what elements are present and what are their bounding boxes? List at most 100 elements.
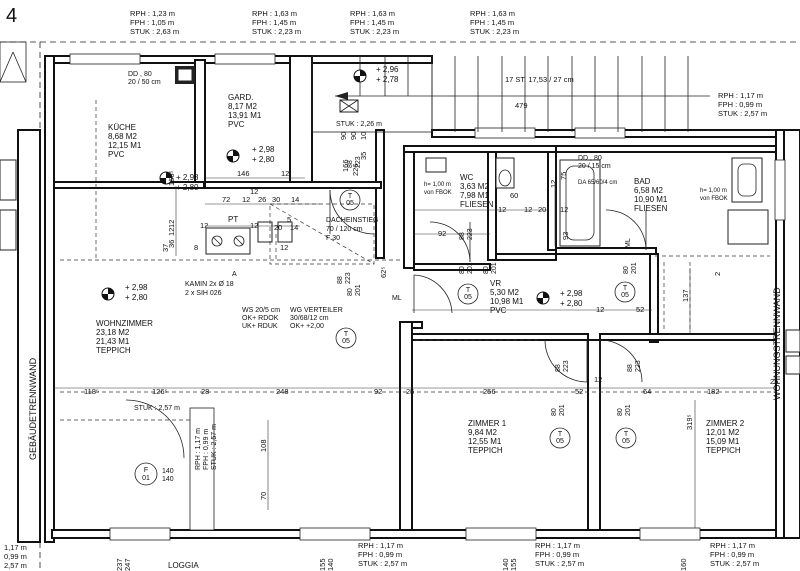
- level-marker-kitchen: [159, 171, 173, 185]
- door-dim: 80201: [459, 262, 474, 274]
- dim-value: 12: [250, 221, 258, 230]
- dim-value: 248: [276, 387, 289, 396]
- dim-value: 25: [770, 377, 778, 386]
- pt-label: PT: [228, 215, 238, 224]
- level-marker-stairs: [353, 69, 367, 83]
- dim-value: 92: [374, 387, 382, 396]
- ceiling-height-living: STUK : 2,57 m: [134, 405, 180, 412]
- dim-value: 146: [237, 169, 250, 178]
- stairs-length: 479: [515, 101, 528, 110]
- dim-value: 12: [549, 180, 558, 188]
- dimension-numbers-vertical: 166⁵ 12 36 12 37 108 70 166 90 90 10 35 …: [115, 132, 722, 571]
- level-label-garderobe: + 2,98+ 2,80: [252, 145, 275, 164]
- dim-value: 10: [359, 132, 368, 140]
- dim-value: 35: [359, 152, 368, 160]
- ml-label-right: ML: [625, 238, 632, 248]
- door-dim: 80201: [551, 404, 566, 416]
- dim-value: 25: [406, 387, 414, 396]
- dim-value: 52: [636, 305, 644, 314]
- dim-value: 137: [681, 289, 690, 302]
- dim-value: 60: [510, 191, 518, 200]
- dim-value: 70: [259, 492, 268, 500]
- dim-value: 8: [194, 243, 198, 252]
- dim-value: 64: [643, 387, 651, 396]
- dim-value: 62⁵: [379, 267, 388, 278]
- dim-value: 319⁵: [685, 414, 694, 430]
- dim-value: 20: [274, 223, 282, 232]
- dim-value: 126⁵: [152, 387, 168, 396]
- level-marker-garderobe: [226, 149, 240, 163]
- dim-value: 12: [281, 169, 289, 178]
- door-dimension-labels: 88223 80201 88223 80201 80201 80201 8822…: [337, 156, 642, 416]
- fixtures: [0, 41, 800, 375]
- dim-value: 12: [250, 187, 258, 196]
- dim-value: 12: [560, 205, 568, 214]
- dim-value: 20: [538, 205, 546, 214]
- door-dim: 88223: [627, 360, 642, 372]
- level-label-kitchen: + 2,98+ 2,80: [176, 173, 199, 192]
- door-dim: 80201: [623, 262, 638, 274]
- level-label-hall: + 2,98+ 2,80: [560, 289, 583, 308]
- party-wall-label-left: GEBÄUDETRENNWAND: [28, 357, 38, 460]
- sheet-number: 4: [6, 5, 17, 27]
- interior-walls: [53, 55, 777, 531]
- dim-value: 2: [713, 272, 722, 276]
- dim-value: 140: [326, 558, 335, 571]
- door-dim: 80201: [483, 262, 498, 274]
- dimension-numbers: 118⁵ 126⁵ 28 248 92 25 256 52 12 64 182 …: [84, 169, 778, 396]
- dim-value: 28: [201, 387, 209, 396]
- dim-value: 12: [594, 375, 602, 384]
- door-dim: 88223: [555, 360, 570, 372]
- dim-value: 93: [561, 232, 570, 240]
- level-marker-living: [101, 287, 115, 301]
- dim-value: 12: [242, 195, 250, 204]
- dim-value: 75: [559, 172, 568, 180]
- dim-value: 12: [167, 228, 176, 236]
- dimension-lines: [54, 177, 776, 528]
- stairs: [311, 55, 710, 133]
- dim-value: 256: [483, 387, 496, 396]
- door-dim: 88223: [459, 228, 474, 240]
- loggia-label: LOGGIA: [168, 561, 199, 570]
- construction-lines: [60, 100, 776, 421]
- stairs-label: 17 ST. 17,53 / 27 cm: [505, 75, 574, 84]
- dim-value: 108: [259, 439, 268, 452]
- dim-value: 14: [291, 195, 299, 204]
- door-dim: 88223: [337, 272, 352, 284]
- bath-drain-note: DA 65/60/4 cm: [578, 180, 617, 186]
- dim-value: 155: [318, 558, 327, 571]
- level-marker-vr: [536, 291, 550, 305]
- dim-value: 247: [123, 558, 132, 571]
- balcony-window-note: RPH : 1,17 mFPH : 0,99 mSTUK : 2,57 m: [195, 424, 218, 470]
- dim-value: 72: [222, 195, 230, 204]
- door-dim: 80201: [347, 284, 362, 296]
- dim-value: 12: [596, 305, 604, 314]
- dim-value: 36: [167, 240, 176, 248]
- dim-value: 37: [161, 244, 170, 252]
- dim-value: 226: [351, 163, 360, 176]
- door-dim: 88223: [347, 156, 362, 168]
- dim-value: 160: [679, 558, 688, 571]
